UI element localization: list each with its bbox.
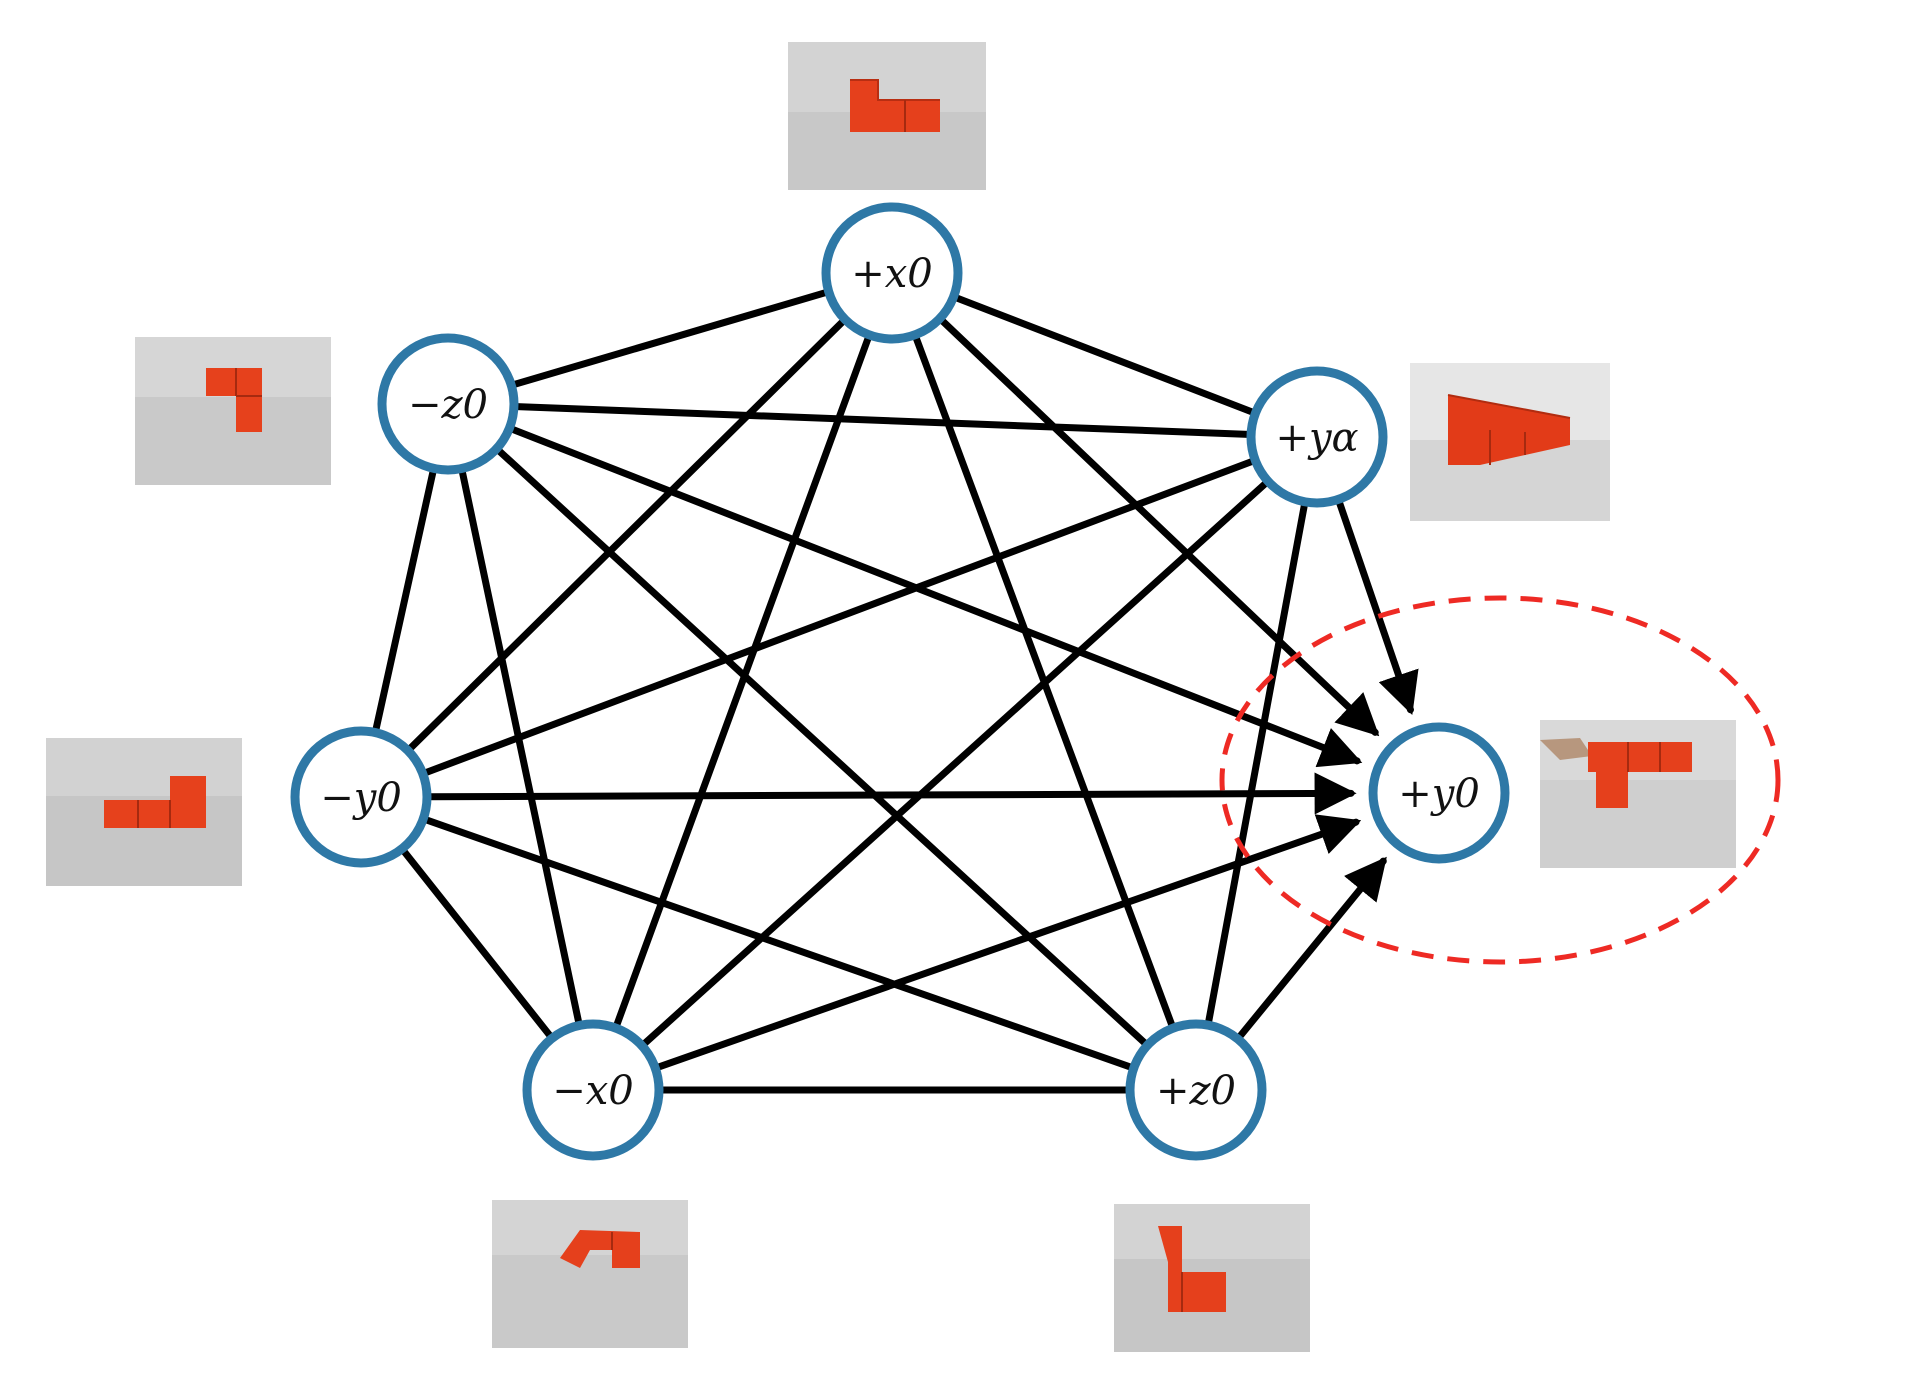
node-label-pz0: +z0 bbox=[1156, 1068, 1236, 1114]
node-px0: +x0 bbox=[821, 202, 963, 344]
node-mz0: −z0 bbox=[377, 333, 519, 475]
edge-my0-py0 bbox=[423, 772, 1357, 815]
photo-my0 bbox=[46, 738, 242, 886]
edge-px0-mx0 bbox=[612, 331, 873, 1032]
node-ring-px0 bbox=[821, 202, 963, 344]
edge-mz0-py0 bbox=[505, 424, 1363, 768]
edge-pya-pz0 bbox=[1204, 498, 1309, 1029]
edge-pz0-py0 bbox=[1234, 856, 1387, 1043]
photo-pya bbox=[1410, 363, 1610, 521]
edge-mz0-pya bbox=[510, 403, 1255, 438]
nodes-layer: +x0 −z0 +yα −y0 +y0 −x0 +z0 bbox=[290, 202, 1510, 1161]
node-label-mz0: −z0 bbox=[408, 382, 488, 428]
node-ring-mx0 bbox=[522, 1019, 664, 1161]
node-ring-mz0 bbox=[377, 333, 519, 475]
node-py0: +y0 bbox=[1368, 722, 1510, 864]
edge-my0-mx0 bbox=[398, 845, 556, 1042]
edge-my0-pz0 bbox=[419, 815, 1138, 1072]
photo-pz0 bbox=[1114, 1204, 1310, 1352]
node-pz0: +z0 bbox=[1125, 1019, 1267, 1161]
edge-mz0-pz0 bbox=[493, 445, 1151, 1049]
node-ring-pz0 bbox=[1125, 1019, 1267, 1161]
photo-mz0 bbox=[135, 337, 331, 485]
edge-pya-mx0 bbox=[638, 477, 1272, 1050]
highlight-layer bbox=[1219, 595, 1781, 965]
node-label-py0: +y0 bbox=[1398, 771, 1480, 817]
edge-mz0-mx0 bbox=[458, 465, 583, 1029]
node-pya: +yα bbox=[1246, 366, 1388, 508]
edge-mz0-my0 bbox=[371, 464, 438, 737]
photo-px0 bbox=[788, 42, 986, 190]
edge-px0-mz0 bbox=[507, 288, 833, 389]
node-label-mx0: −x0 bbox=[552, 1068, 634, 1114]
edge-px0-pya bbox=[950, 293, 1259, 417]
edge-px0-my0 bbox=[404, 315, 849, 755]
edge-mx0-py0 bbox=[651, 814, 1362, 1072]
node-ring-my0 bbox=[290, 726, 432, 868]
edges-layer bbox=[371, 288, 1419, 1094]
edge-pya-py0 bbox=[1334, 495, 1419, 716]
node-ring-py0 bbox=[1368, 722, 1510, 864]
highlight-ellipse bbox=[1219, 595, 1781, 965]
photos-layer bbox=[46, 42, 1736, 1352]
node-mx0: −x0 bbox=[522, 1019, 664, 1161]
edge-pya-my0 bbox=[419, 456, 1259, 778]
node-label-px0: +x0 bbox=[851, 251, 933, 297]
edge-px0-py0 bbox=[936, 314, 1380, 737]
node-label-my0: −y0 bbox=[320, 775, 402, 821]
photo-py0 bbox=[1540, 720, 1736, 868]
photo-mx0 bbox=[492, 1200, 688, 1348]
node-label-pya: +yα bbox=[1275, 415, 1358, 461]
node-my0: −y0 bbox=[290, 726, 432, 868]
node-ring-pya bbox=[1246, 366, 1388, 508]
